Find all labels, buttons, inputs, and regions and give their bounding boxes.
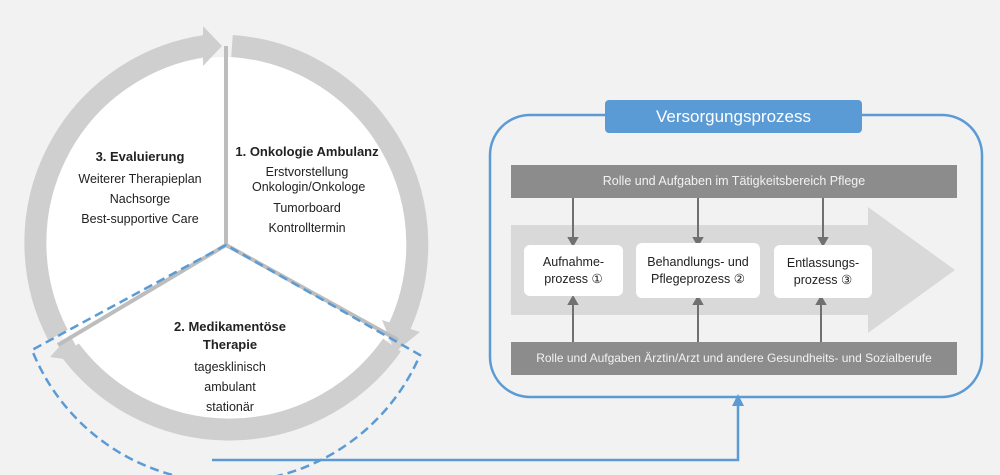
- segment-1-item: Tumorboard: [273, 201, 341, 215]
- arrowhead-top: [203, 26, 222, 66]
- connector-line: [212, 404, 740, 462]
- process-title: Versorgungsprozess: [605, 100, 862, 133]
- segment-1-item: Erstvorstellung Onkologin/Onkologe: [252, 165, 366, 194]
- highlight-dashed-outline: [30, 243, 422, 475]
- role-arrows: [567, 198, 829, 342]
- step-treatment-line2: Pflegeprozess ②: [651, 271, 745, 286]
- segment-3-title: 3. Evaluierung: [95, 149, 185, 164]
- segment-3-item: Nachsorge: [109, 192, 171, 206]
- segment-dividers: [56, 46, 399, 347]
- step-treatment-line1: Behandlungs- und: [647, 254, 749, 269]
- arc-2: [61, 338, 401, 441]
- segment-2-item: ambulant: [204, 380, 256, 394]
- arc-3: [24, 35, 207, 341]
- step-discharge-line2: prozess ③: [793, 272, 853, 287]
- segment-3-item: Weiterer Therapieplan: [78, 172, 202, 186]
- segment-2-title: 2. Medikamentöse Therapie: [174, 319, 286, 352]
- arrowhead-left: [50, 335, 85, 362]
- step-admission-line2: prozess ①: [544, 271, 603, 286]
- segment-1-item: Kontrolltermin: [268, 221, 346, 235]
- segment-2-item: stationär: [206, 400, 254, 414]
- arc-1: [231, 35, 429, 335]
- segment-3-label: 3. Evaluierung Weiterer Therapieplan Nac…: [70, 148, 210, 228]
- segment-1-title: 1. Onkologie Ambulanz: [235, 144, 379, 159]
- step-treatment: Behandlungs- und Pflegeprozess ②: [636, 243, 760, 298]
- role-bar-physicians: Rolle und Aufgaben Ärztin/Arzt und ander…: [511, 342, 957, 375]
- step-admission-line1: Aufnahme-: [542, 254, 605, 269]
- cycle-ring: [24, 35, 429, 441]
- connector-arrowhead: [732, 394, 744, 406]
- role-bar-nursing: Rolle und Aufgaben im Tätigkeitsbereich …: [511, 165, 957, 198]
- segment-1-label: 1. Onkologie Ambulanz Erstvorstellung On…: [232, 143, 382, 237]
- step-admission: Aufnahme- prozess ①: [524, 245, 623, 296]
- step-discharge-line1: Entlassungs-: [786, 255, 860, 270]
- step-discharge: Entlassungs- prozess ③: [774, 245, 872, 298]
- segment-2-item: tagesklinisch: [194, 360, 266, 374]
- arrowhead-right: [382, 320, 420, 352]
- segment-2-label: 2. Medikamentöse Therapie tagesklinisch …: [150, 318, 310, 416]
- segment-3-item: Best-supportive Care: [81, 212, 199, 226]
